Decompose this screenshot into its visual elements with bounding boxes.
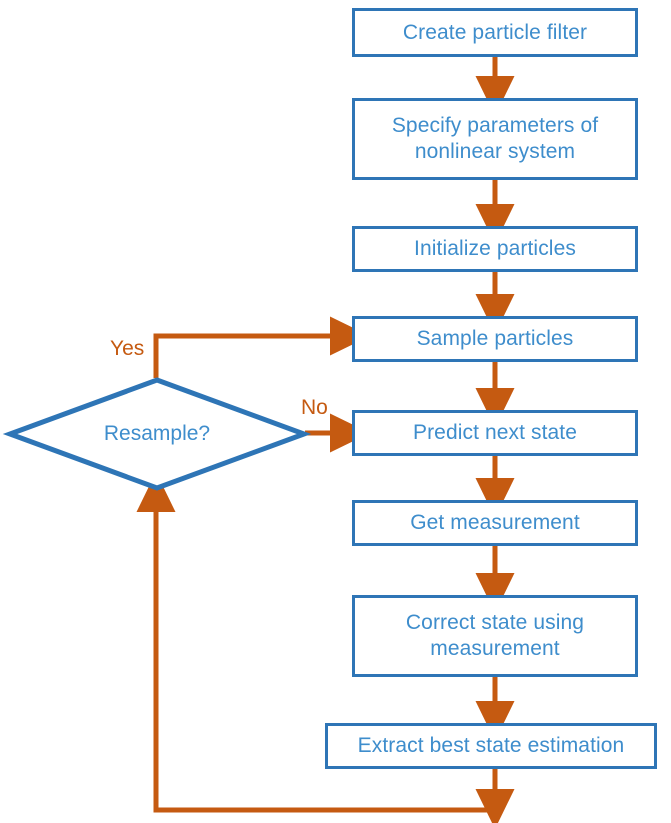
node-sample-particles[interactable]: Sample particles bbox=[352, 316, 638, 362]
node-predict-next-state[interactable]: Predict next state bbox=[352, 410, 638, 456]
node-label: Initialize particles bbox=[414, 237, 576, 261]
node-label-line1: Specify parameters of bbox=[391, 114, 599, 138]
node-label: Get measurement bbox=[410, 511, 580, 535]
node-label: Resample? bbox=[103, 422, 211, 445]
node-extract-best-state-estimation[interactable]: Extract best state estimation bbox=[325, 723, 657, 769]
node-get-measurement[interactable]: Get measurement bbox=[352, 500, 638, 546]
node-correct-state[interactable]: Correct state using measurement bbox=[352, 595, 638, 677]
node-label-line2: measurement bbox=[430, 637, 560, 660]
node-specify-parameters[interactable]: Specify parameters of nonlinear system bbox=[352, 98, 638, 180]
node-create-particle-filter[interactable]: Create particle filter bbox=[352, 8, 638, 57]
node-label: Extract best state estimation bbox=[357, 734, 625, 758]
node-label: Sample particles bbox=[416, 327, 574, 351]
edge-label-no: No bbox=[301, 396, 328, 419]
node-label-line2: nonlinear system bbox=[414, 140, 576, 163]
node-label: Create particle filter bbox=[402, 20, 588, 44]
node-initialize-particles[interactable]: Initialize particles bbox=[352, 226, 638, 272]
edge-resample-yes-to-sample bbox=[153, 316, 370, 378]
node-label: Predict next state bbox=[412, 421, 578, 445]
node-label-line1: Correct state using bbox=[405, 611, 585, 635]
edge-extract-to-resample bbox=[136, 472, 515, 823]
edge-label-yes: Yes bbox=[110, 337, 145, 360]
node-resample-decision[interactable]: Resample? bbox=[2, 376, 312, 492]
